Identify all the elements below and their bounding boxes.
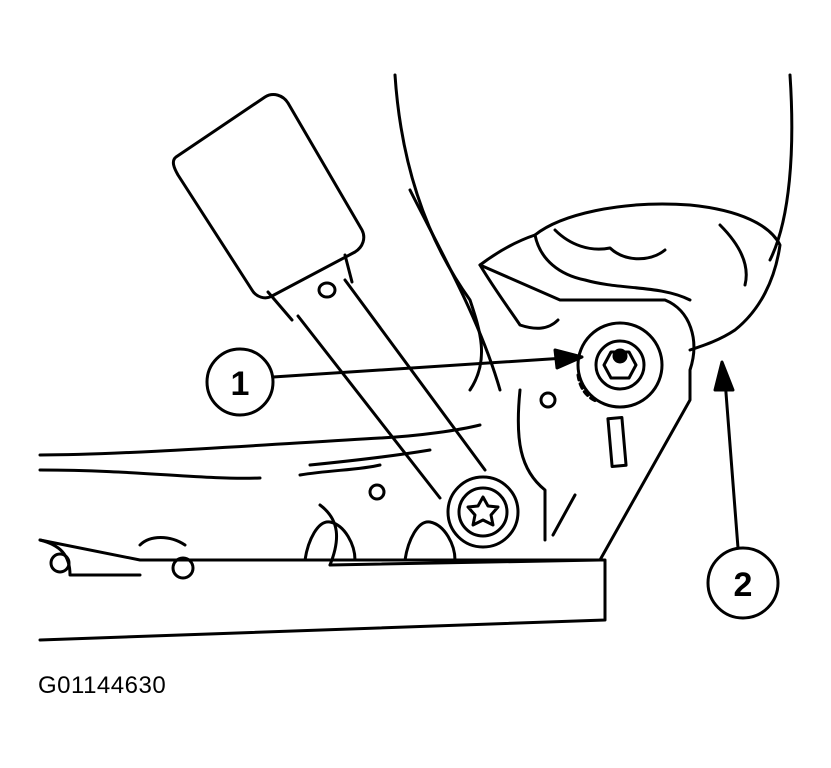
recliner-bracket: [318, 263, 696, 567]
callout-2-arrowhead: [713, 360, 735, 392]
rail-tabs: [49, 520, 457, 580]
pivot-bolt-nut: [576, 321, 664, 409]
callout-2-label: 2: [734, 566, 753, 604]
callout-1-arrowhead: [553, 348, 584, 370]
callout-1-leader: [271, 356, 567, 379]
seat-back-panel: [393, 73, 794, 392]
torx-bolt: [446, 475, 520, 549]
seat-belt-buckle: [171, 93, 366, 322]
callout-2: 2: [706, 360, 780, 620]
buckle-strap: [296, 278, 487, 500]
figure-id: G01144630: [38, 672, 167, 699]
bracket-holes: [368, 391, 628, 537]
callout-1: 1: [205, 347, 584, 417]
callout-1-label: 1: [231, 365, 250, 403]
seat-cushion: [478, 202, 782, 352]
callout-2-leader: [723, 378, 740, 550]
seat-track-rail: [38, 423, 607, 642]
